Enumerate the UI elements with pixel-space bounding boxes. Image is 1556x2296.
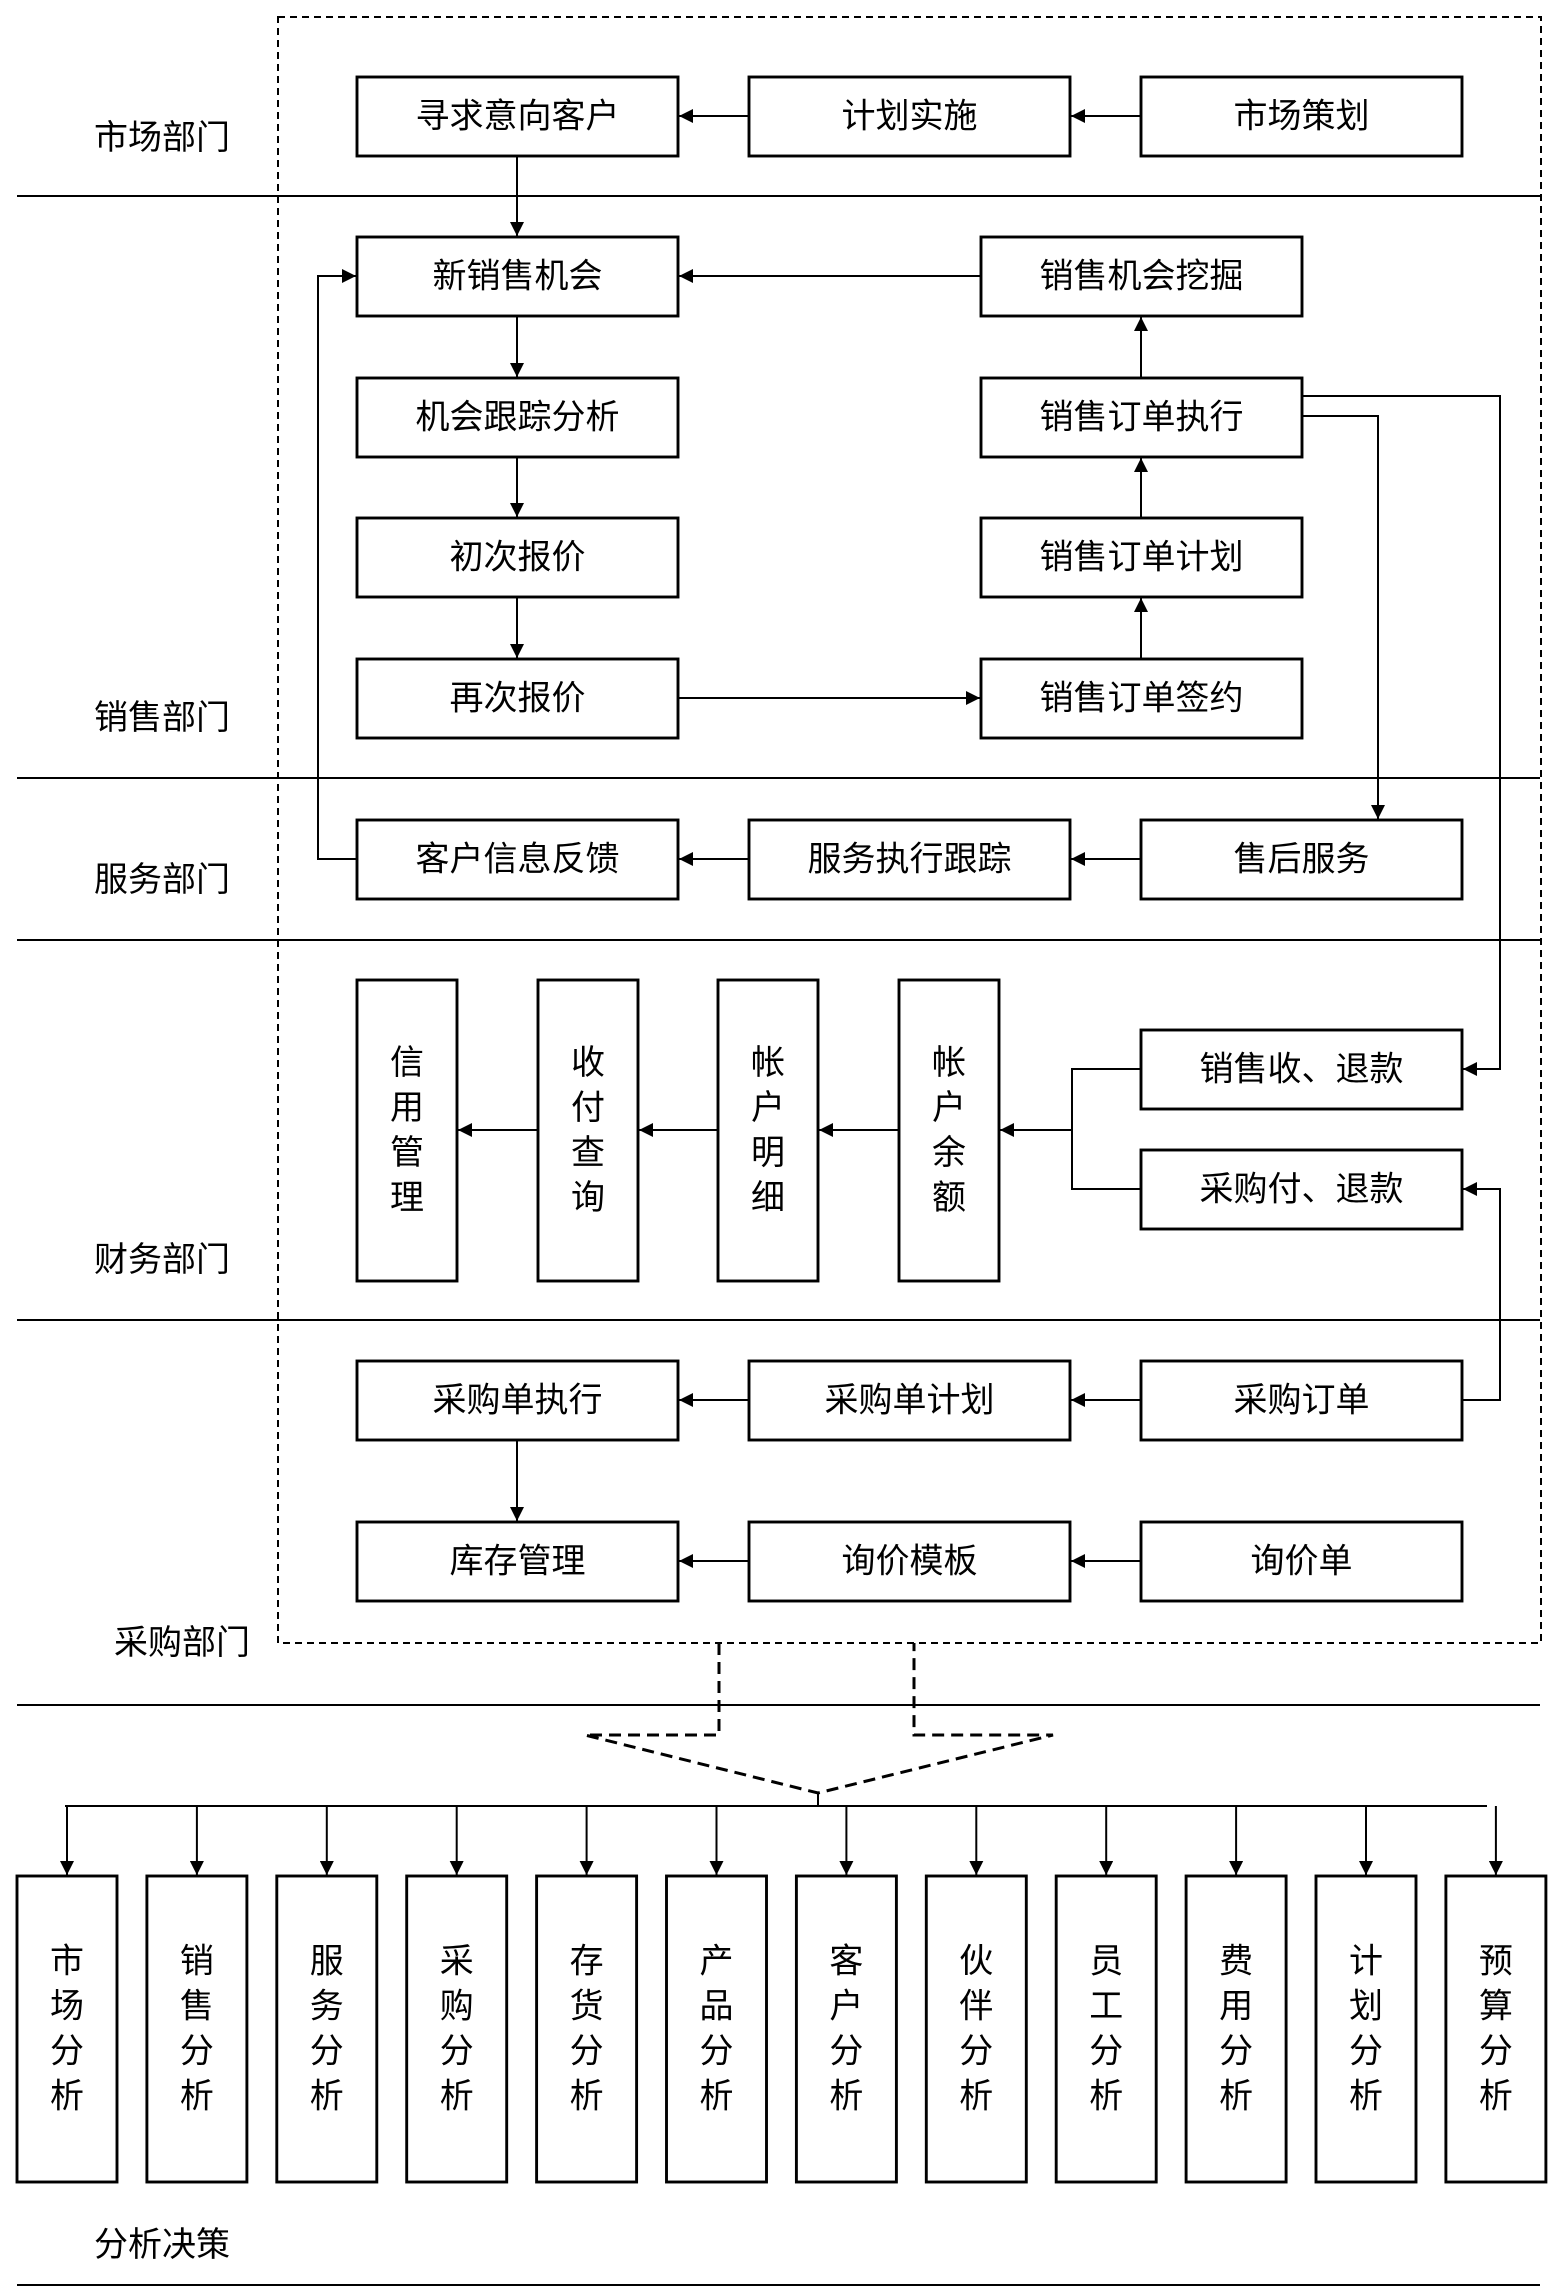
box-opportunity-tracking: 机会跟踪分析: [355, 376, 680, 459]
box-market-planning: 市场策划: [1139, 75, 1464, 158]
svg-text:帐户明细: 帐户明细: [751, 1043, 785, 1218]
box-first-quote: 初次报价: [355, 516, 680, 599]
box-second-quote: 再次报价: [355, 657, 680, 740]
svg-text:收付查询: 收付查询: [571, 1043, 605, 1218]
analysis-label: 客户分析: [829, 1942, 863, 2117]
dashed-summary-arrow: [584, 1643, 1054, 1795]
box-po-execution: 采购单执行: [355, 1359, 680, 1442]
process-boxes: 寻求意向客户 计划实施 市场策划 新销售机会 销售机会挖掘 机会跟踪分析 销售订…: [355, 75, 1464, 1603]
department-scope-boundary: [277, 16, 1542, 1644]
box-order-signing: 销售订单签约: [979, 657, 1304, 740]
svg-text:库存管理: 库存管理: [450, 1542, 586, 1582]
lane-label-market: 市场部门: [94, 118, 230, 158]
svg-text:机会跟踪分析: 机会跟踪分析: [416, 398, 620, 438]
analysis-label: 预算分析: [1479, 1942, 1513, 2117]
analysis-label: 销售分析: [180, 1942, 214, 2117]
svg-text:询价单: 询价单: [1251, 1542, 1353, 1582]
box-sales-receipt: 销售收、退款: [1139, 1028, 1464, 1111]
box-after-sales: 售后服务: [1139, 818, 1464, 901]
analysis-label: 存货分析: [570, 1942, 604, 2117]
analysis-label: 产品分析: [700, 1942, 734, 2117]
lane-label-service: 服务部门: [94, 860, 230, 900]
svg-text:帐户余额: 帐户余额: [932, 1043, 966, 1218]
analysis-box-7: 客户分析: [794, 1874, 898, 2184]
box-inventory: 库存管理: [355, 1520, 680, 1603]
analysis-box-9: 员工分析: [1054, 1874, 1158, 2184]
lane-label-purchase: 采购部门: [114, 1623, 250, 1663]
analysis-box-6: 产品分析: [665, 1874, 768, 2184]
box-customer-feedback: 客户信息反馈: [355, 818, 680, 901]
svg-text:再次报价: 再次报价: [450, 679, 586, 719]
analysis-box-5: 存货分析: [535, 1874, 639, 2184]
svg-text:信用管理: 信用管理: [390, 1043, 424, 1218]
analysis-label: 计划分析: [1349, 1942, 1383, 2117]
svg-text:客户信息反馈: 客户信息反馈: [416, 840, 620, 880]
box-opportunity-mining: 销售机会挖掘: [979, 235, 1304, 318]
analysis-label: 费用分析: [1219, 1942, 1253, 2117]
arrow-feedback-to-new-opportunity: [317, 269, 357, 860]
svg-text:销售机会挖掘: 销售机会挖掘: [1040, 257, 1244, 297]
svg-text:初次报价: 初次报价: [450, 538, 586, 578]
svg-text:采购订单: 采购订单: [1234, 1381, 1370, 1421]
box-account-balance: 帐户余额: [897, 978, 1001, 1283]
analysis-box-2: 销售分析: [145, 1874, 249, 2184]
box-inquiry: 询价单: [1139, 1520, 1464, 1603]
svg-text:采购单计划: 采购单计划: [825, 1381, 995, 1421]
lane-label-decision: 分析决策: [94, 2225, 230, 2265]
lane-labels: 市场部门 销售部门 服务部门 财务部门 采购部门 分析决策: [94, 118, 250, 2265]
svg-text:服务执行跟踪: 服务执行跟踪: [808, 840, 1012, 880]
box-account-detail: 帐户明细: [716, 978, 820, 1283]
box-purchase-order: 采购订单: [1139, 1359, 1464, 1442]
analysis-box-8: 伙伴分析: [924, 1874, 1028, 2184]
analysis-box-11: 计划分析: [1314, 1874, 1418, 2184]
analysis-label: 伙伴分析: [959, 1942, 993, 2117]
box-purchase-payment: 采购付、退款: [1139, 1148, 1464, 1231]
analysis-label: 员工分析: [1089, 1942, 1123, 2117]
analysis-box-1: 市场分析: [15, 1874, 119, 2184]
lane-label-sales: 销售部门: [94, 698, 230, 738]
svg-text:询价模板: 询价模板: [842, 1542, 978, 1582]
svg-text:采购付、退款: 采购付、退款: [1200, 1170, 1404, 1210]
svg-text:采购单执行: 采购单执行: [433, 1381, 603, 1421]
analysis-box-12: 预算分析: [1444, 1874, 1548, 2184]
arrow-execution-to-sales-receipt: [1302, 395, 1501, 1076]
box-payment-query: 收付查询: [536, 978, 640, 1283]
svg-text:销售订单执行: 销售订单执行: [1040, 398, 1244, 438]
analysis-label: 采购分析: [440, 1942, 474, 2117]
analysis-box-3: 服务分析: [275, 1874, 379, 2184]
box-seek-customer: 寻求意向客户: [355, 75, 680, 158]
box-order-plan: 销售订单计划: [979, 516, 1304, 599]
svg-text:售后服务: 售后服务: [1234, 840, 1370, 880]
box-credit-mgmt: 信用管理: [355, 978, 459, 1283]
analysis-boxes: 市场分析 销售分析 服务分析 采购分析 存货分析 产品分析 客户分析 伙伴分析 员工分析 费用分析…: [15, 1874, 1548, 2184]
svg-text:寻求意向客户: 寻求意向客户: [416, 97, 620, 137]
arrow-purchase-order-to-payment: [1462, 1182, 1501, 1401]
box-plan-execution: 计划实施: [747, 75, 1072, 158]
analysis-label: 服务分析: [310, 1942, 344, 2117]
box-service-tracking: 服务执行跟踪: [747, 818, 1072, 901]
analysis-box-10: 费用分析: [1184, 1874, 1288, 2184]
svg-text:销售订单签约: 销售订单签约: [1040, 679, 1244, 719]
svg-text:市场策划: 市场策划: [1234, 97, 1370, 137]
lane-separators: [17, 195, 1540, 2286]
box-inquiry-template: 询价模板: [747, 1520, 1072, 1603]
lane-label-finance: 财务部门: [94, 1240, 230, 1280]
analysis-label: 市场分析: [50, 1942, 84, 2117]
flow-arrows: [317, 109, 1501, 1568]
analysis-box-4: 采购分析: [405, 1874, 509, 2184]
svg-text:销售收、退款: 销售收、退款: [1200, 1050, 1404, 1090]
arrow-execution-to-after-sales: [1302, 415, 1385, 819]
bracket-receipts-to-balance: [1071, 1068, 1141, 1190]
svg-text:销售订单计划: 销售订单计划: [1040, 538, 1244, 578]
svg-text:计划实施: 计划实施: [842, 97, 978, 137]
box-po-plan: 采购单计划: [747, 1359, 1072, 1442]
box-order-execution: 销售订单执行: [979, 376, 1304, 459]
box-new-opportunity: 新销售机会: [355, 235, 680, 318]
analysis-distribution-bus: [60, 1793, 1503, 1875]
svg-text:新销售机会: 新销售机会: [433, 257, 603, 297]
